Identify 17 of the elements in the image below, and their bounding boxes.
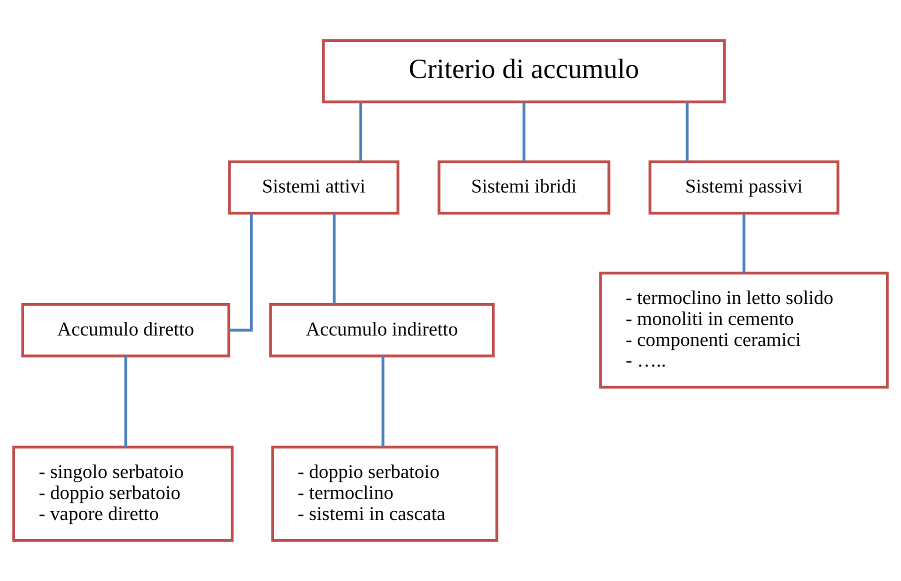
connector <box>686 102 689 162</box>
node-box: Criterio di accumulo <box>322 39 726 104</box>
node-box: - doppio serbatoio - termoclino - sistemi in cascata <box>271 446 498 542</box>
node-box: Accumulo diretto <box>21 303 230 358</box>
connector <box>382 356 384 447</box>
node-box: - singolo serbatoio - doppio serbatoio - vapore diretto <box>12 446 234 542</box>
node-box: Sistemi ibridi <box>438 160 610 215</box>
node-box: Sistemi passivi <box>648 160 840 215</box>
connector <box>124 356 128 447</box>
connector <box>359 102 362 162</box>
connector <box>332 214 336 304</box>
node-box: Sistemi attivi <box>228 160 400 215</box>
connector <box>522 102 526 162</box>
connector <box>228 214 253 332</box>
connector <box>742 214 746 273</box>
node-box: Accumulo indiretto <box>269 303 495 358</box>
node-box: - termoclino in letto solido - monoliti in cemento - componenti ceramici - ….. <box>599 272 889 389</box>
